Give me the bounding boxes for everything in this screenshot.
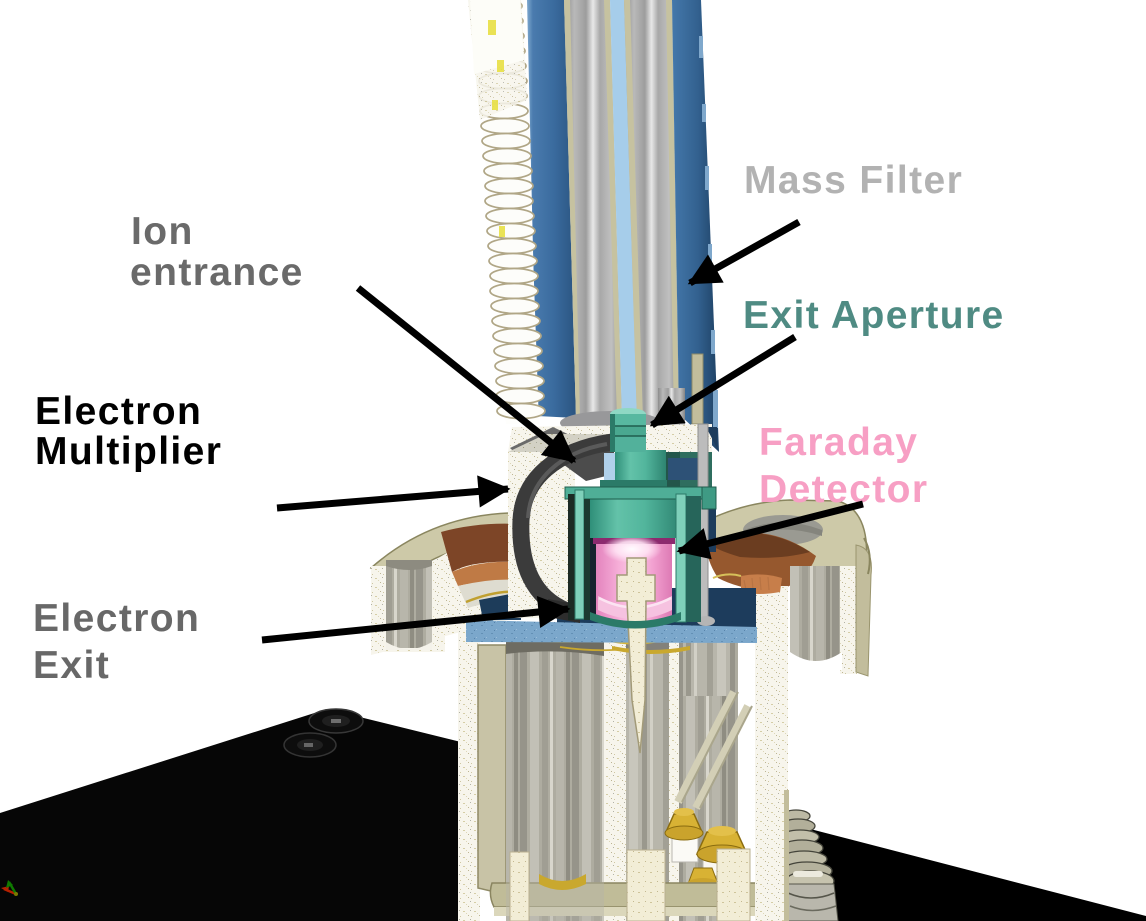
svg-text:Multiplier: Multiplier	[35, 430, 222, 473]
svg-text:Electron: Electron	[35, 390, 202, 433]
svg-text:Electron: Electron	[33, 597, 200, 640]
svg-text:entrance: entrance	[130, 251, 304, 294]
svg-text:Exit: Exit	[33, 644, 110, 687]
svg-text:Ion: Ion	[131, 210, 194, 253]
svg-text:Exit Aperture: Exit Aperture	[743, 294, 1005, 337]
svg-text:Detector: Detector	[759, 468, 928, 511]
svg-text:Faraday: Faraday	[759, 421, 918, 464]
svg-text:Mass Filter: Mass Filter	[744, 159, 963, 202]
